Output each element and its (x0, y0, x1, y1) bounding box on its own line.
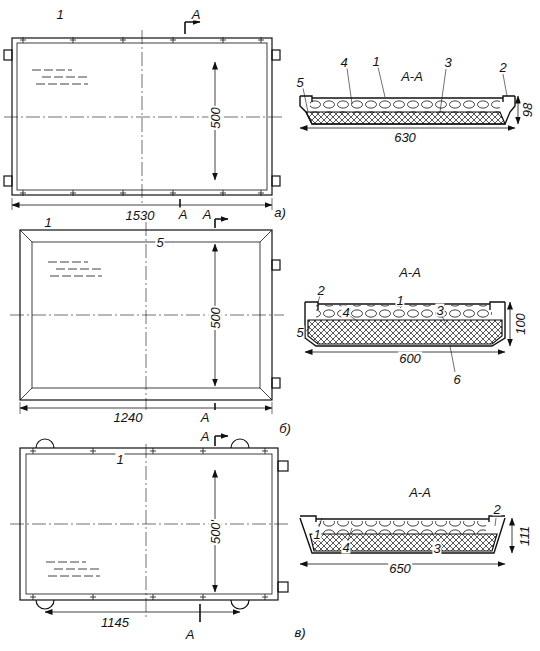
plan-a-stroke (12, 205, 272, 206)
plan-c-stroke (278, 582, 288, 592)
callout-number: 1 (55, 8, 64, 21)
section-mark: А (202, 208, 213, 221)
section-a-stroke (303, 67, 507, 112)
callout-number: 6 (452, 373, 461, 386)
plan-b-stroke (48, 262, 102, 276)
section-mark: А (178, 208, 189, 221)
plan-b-stroke (10, 222, 284, 410)
figure-label: б) (278, 422, 292, 435)
section-c (300, 516, 512, 564)
section-b-stroke (305, 302, 505, 310)
section-b-stroke (306, 296, 455, 372)
callout-number: 4 (341, 541, 350, 554)
section-b-stroke (510, 302, 511, 346)
plan-a-stroke (185, 22, 200, 34)
section-b-stroke (308, 320, 502, 344)
section-title: А-А (398, 266, 422, 279)
section-mark: А (200, 430, 211, 443)
section-b-stroke (305, 302, 505, 346)
section-a-stroke (306, 112, 505, 124)
section-a-stroke (518, 96, 519, 124)
callout-number: 2 (498, 61, 507, 74)
callout-number: 2 (492, 503, 501, 516)
section-c-stroke (310, 534, 497, 551)
dimension: 500' (209, 519, 222, 545)
dimension: 1530 (125, 209, 156, 222)
plan-c-stroke (278, 461, 288, 471)
callout-number: 1 (395, 294, 404, 307)
callout-number: 5 (295, 76, 304, 89)
plan-c-stroke (199, 604, 201, 622)
plan-b (10, 219, 284, 414)
section-title: А-А (408, 486, 432, 499)
plan-b-stroke (272, 378, 280, 388)
section-a-stroke (300, 96, 515, 102)
figure-label: а) (273, 206, 287, 219)
callout-number: 1 (43, 216, 52, 229)
callout-number: 1 (312, 528, 321, 541)
section-b (305, 296, 510, 372)
section-a-stroke (312, 97, 503, 99)
dimension: 111 (518, 525, 531, 547)
plan-c-stroke (46, 562, 100, 576)
plan-b-stroke (20, 408, 272, 409)
section-c-stroke (300, 516, 505, 522)
section-a (300, 67, 518, 128)
plan-a (4, 22, 282, 210)
dimension: 500 (209, 106, 222, 130)
dimension: 650 (388, 562, 412, 575)
callout-number: 1 (371, 55, 380, 68)
plan-c-stroke (215, 436, 228, 446)
dimension: 1145 (100, 616, 130, 629)
callout-number: 2 (316, 284, 325, 297)
section-a-stroke (300, 96, 515, 124)
plan-a-stroke (272, 176, 280, 186)
dimension: 98 (521, 102, 534, 118)
section-mark: А (185, 628, 196, 641)
plan-c-stroke (30, 594, 268, 600)
callout-number: 1 (115, 453, 124, 466)
dimension: 500 (209, 306, 222, 330)
plan-a-stroke (4, 30, 282, 205)
plan-b-stroke (215, 219, 228, 228)
dimension: 600 (398, 352, 422, 365)
callout-number: 3 (432, 542, 441, 555)
plan-a-stroke (4, 50, 12, 60)
section-c-stroke (300, 518, 505, 553)
plan-b-stroke (272, 260, 280, 270)
section-a-stroke (300, 128, 515, 129)
plan-c (10, 436, 290, 622)
callout-number: 5 (155, 236, 164, 249)
plan-a-stroke (4, 176, 12, 186)
callout-number: 5 (295, 326, 304, 339)
callout-number: 3 (435, 304, 444, 317)
figure-label: в) (293, 626, 306, 639)
section-b-stroke (316, 305, 492, 320)
callout-number: 3 (443, 56, 452, 69)
section-mark: А (200, 411, 211, 424)
plan-c-stroke (10, 444, 290, 620)
plan-a-stroke (32, 70, 88, 84)
section-title: А-А (400, 70, 424, 83)
dimension: 630 (393, 131, 417, 144)
callout-number: 4 (341, 306, 350, 319)
dimension: 1240 (113, 411, 144, 424)
callout-number: 4 (339, 56, 348, 69)
plan-b-stroke (20, 402, 272, 414)
plan-c-stroke (30, 448, 268, 454)
section-a-stroke (310, 100, 500, 113)
plan-b-stroke (214, 403, 216, 410)
section-c-stroke (318, 521, 486, 534)
section-c-stroke (316, 518, 489, 520)
section-c-stroke (512, 518, 513, 553)
dimension: 100 (514, 312, 527, 336)
section-mark: А (191, 8, 202, 21)
plan-a-stroke (272, 50, 280, 60)
plan-c-stroke (45, 612, 240, 613)
